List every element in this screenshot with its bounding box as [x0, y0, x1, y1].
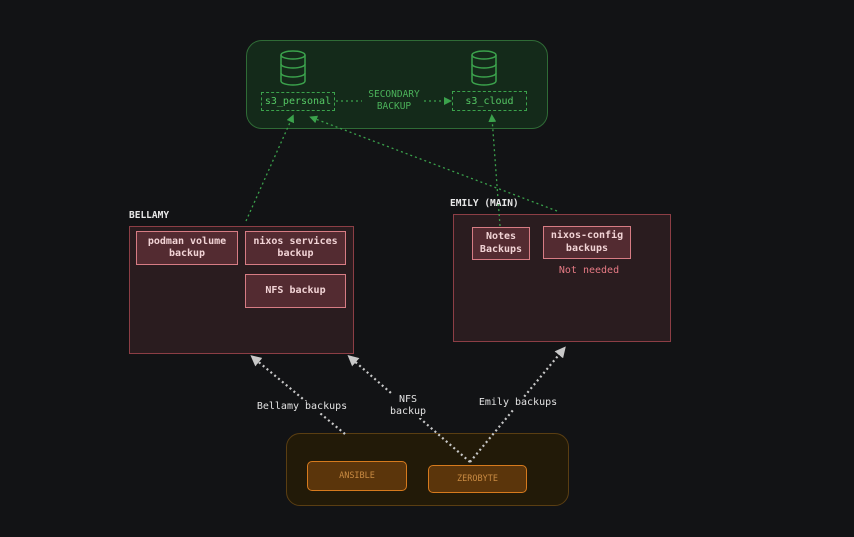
s3-cloud-bucket: s3_cloud — [452, 91, 527, 111]
database-icon — [471, 50, 497, 86]
emily-backups-edge-label: Emily backups — [475, 397, 561, 409]
podman-volume-backup: podman volume backup — [136, 231, 238, 265]
edge-bellamy-to-personal — [245, 114, 295, 222]
nfs-backup-service: NFS backup — [245, 274, 346, 308]
nfs-backup-edge-label: NFS backup — [384, 394, 432, 418]
edge-ansible-to-bellamy — [250, 355, 346, 435]
bellamy-title: BELLAMY — [129, 210, 170, 221]
edge-zerobyte-to-emily — [469, 346, 566, 463]
notes-backups: Notes Backups — [472, 227, 530, 260]
edge-emily-to-personal — [309, 115, 558, 212]
secondary-backup-label: SECONDARY BACKUP — [368, 89, 420, 112]
edge-zerobyte-to-bellamy-nfs — [347, 355, 471, 463]
zerobyte-tool: ZEROBYTE — [428, 465, 527, 493]
not-needed-note: Not needed — [558, 265, 620, 276]
ansible-tool: ANSIBLE — [307, 461, 407, 491]
edge-notes-to-cloud — [488, 114, 501, 227]
nixos-services-backup: nixos services backup — [245, 231, 346, 265]
database-icon — [280, 50, 306, 86]
emily-title: EMILY (MAIN) — [450, 198, 519, 209]
nixos-config-backups: nixos-config backups — [543, 226, 631, 259]
s3-personal-bucket: s3_personal — [261, 92, 335, 111]
bellamy-backups-edge-label: Bellamy backups — [253, 401, 351, 413]
